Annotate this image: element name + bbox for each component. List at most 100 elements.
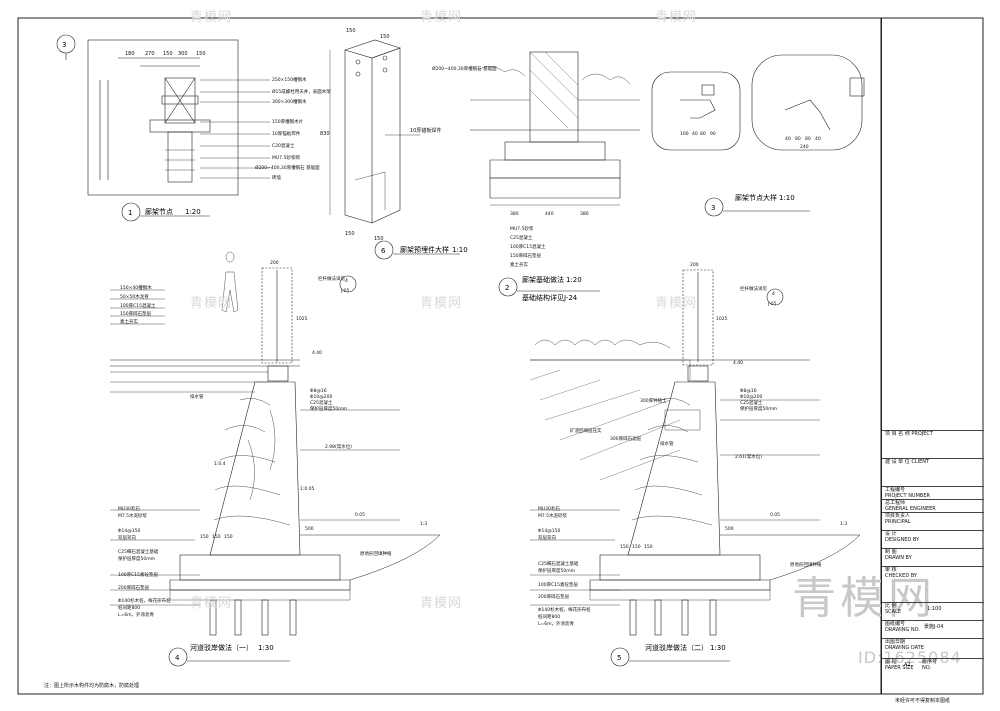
label: C20混凝土 [272,142,295,149]
dim-1: 180 [125,51,135,57]
dim: 100 [680,131,689,137]
watermark: 青模网 [655,10,698,25]
image-id-watermark: ID:1625084 [858,648,962,667]
rebar: C25混凝土 [740,399,763,406]
dim: 380 [510,211,519,217]
rebar: Φ8@16 [310,388,327,394]
detail-3-title: 廊架节点大样 [735,193,777,202]
dim: 1025 [716,316,728,322]
left-label: M7.5水泥砂浆 [538,512,568,519]
tb-client: 建 设 单 位 CLIENT [882,458,984,476]
label: Ø15成螺栓用天井，表面木架 [272,88,331,95]
dim: 200 [270,260,279,266]
mid-label: 300厚碎石滤层 [610,435,642,442]
right-label: 原地形回填种植 [360,550,392,557]
rebar: Φ10@200 [310,394,332,400]
dim: 40 [815,136,821,142]
ref-sheet: J-05 [340,288,350,294]
dim-3: 150 [163,51,173,57]
detail-5-scale: 1:30 [710,644,726,652]
dim: 150 [620,544,629,550]
label: 砖墙 [272,174,281,181]
layer: 素土夯实 [120,318,138,325]
label: Ø200~400,30厚槽钢石 基础面 [432,65,497,72]
dim: 150 [345,231,355,237]
dim: 80 [805,136,811,142]
label: 150厚槽钢木片 [272,118,304,125]
left-label: 100厚C15素砼垫层 [538,581,578,588]
left-label: 双层双向 [538,534,556,541]
dim: 500 [725,526,734,532]
mid-label: 排水管 [660,440,674,447]
dim: 380 [580,211,589,217]
label: 300×300槽钢木 [272,98,307,105]
detail-3 [651,54,865,217]
dim: 150 [212,534,221,540]
left-label: MU30毛石 [118,505,140,512]
elev: 0.05 [355,512,365,518]
watermark: 青模网 [190,10,233,25]
label: 10厚锚板焊件 [272,130,301,137]
dim: 150 [346,28,356,34]
detail-5-number: 5 [617,654,621,662]
detail-1-number: 1 [128,209,132,217]
detail-6-number: 6 [381,247,386,255]
dim: 200 [690,262,699,268]
rebar: C25混凝土 [310,399,333,406]
elev: 0.05 [770,512,780,518]
drain: 排水管 [190,393,204,400]
right-label: 原地形回填种植 [790,561,822,568]
label: 素土夯实 [510,261,528,268]
slope: 1:3 [840,521,847,527]
label: 100厚C15混凝土 [510,243,546,250]
watermark: 青模网 [190,596,233,611]
left-label: L=6m，外涂沥青 [118,611,155,618]
detail-4 [110,251,441,667]
detail-2 [470,51,640,297]
footer-note: 未经许可不得复制本图纸 [895,698,951,704]
tb-project: 项 目 名 称 PROJECT [882,430,984,448]
rebar: 保护层厚度50mm [740,405,777,412]
detail-2-title: 廊架基础做法 [522,275,564,284]
layer: 100厚C15混凝土 [120,302,156,309]
dim: 150 [380,34,390,40]
detail-1 [56,34,270,222]
dim: 150 [374,236,384,242]
watermark: 青模网 [420,296,463,311]
left-label: Φ14@150 [538,528,560,534]
dim: 80 [700,131,706,137]
ref-sheet: J-05 [767,301,777,307]
detail-2-subtitle: 基础结构详见J-24 [522,293,578,302]
elev: 4.40 [312,350,322,356]
detail-5 [529,269,861,667]
detail-3-scale: 1:10 [779,194,795,202]
ref-number: 4 [772,291,775,297]
left-label: 100厚C15素砼垫层 [118,571,158,578]
brand-logo-watermark: 青模网 [792,573,936,624]
detail-4-title: 河道驳岸做法（一） [190,643,253,652]
dim: 1025 [296,316,308,322]
dim: 240 [800,144,809,150]
label: Ø200~400,30厚槽钢石 基础面 [255,164,320,171]
detail-5-text: 栏杆做法详见 4 J-05 200 1025 4.40 2.61(常水位) 0.… [538,262,847,627]
left-label: Φ140杉木桩，梅花形布桩 [538,606,591,613]
dim: 90 [710,131,716,137]
left-label: L=6m，外涂沥青 [538,620,575,627]
dim: 440 [545,211,554,217]
callout-3-number: 3 [62,41,66,49]
detail-3-dims: 100 40 80 90 40 80 80 40 240 [680,131,821,150]
dim: 80 [795,136,801,142]
dim-4: 300 [178,51,188,57]
dim-2: 270 [145,51,155,57]
